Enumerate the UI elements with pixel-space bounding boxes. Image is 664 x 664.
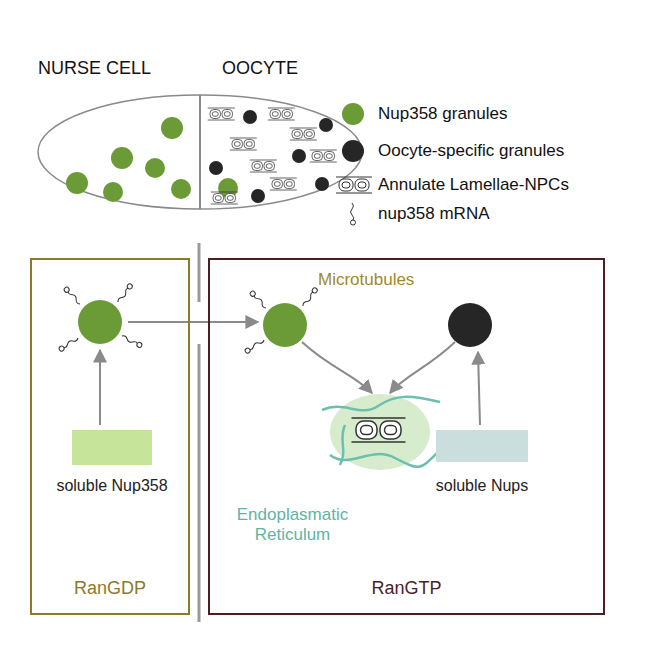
- legend-symbol: [336, 177, 372, 193]
- node-label: RanGDP: [32, 578, 188, 600]
- protein-pool-rect: [436, 430, 528, 462]
- rangtp-region: RanGTP soluble NupsEndoplasmatic Reticulu…: [208, 258, 605, 615]
- legend-swatch: [342, 103, 364, 125]
- rangdp-region: RanGDP soluble Nup358: [30, 258, 190, 615]
- node-label: RanGTP: [210, 578, 603, 600]
- legend-text: Oocyte-specific granules: [378, 141, 564, 161]
- er-region: Endoplasmatic Reticulum: [230, 387, 435, 547]
- node-label: soluble Nup358: [56, 476, 167, 495]
- region-label: OOCYTE: [222, 58, 298, 80]
- node-label: soluble Nups: [436, 476, 529, 495]
- legend-symbol: [351, 203, 356, 225]
- egg-chamber: [38, 95, 362, 209]
- node-label: Endoplasmatic Reticulum: [230, 505, 355, 546]
- protein-pool-rect: [72, 430, 152, 465]
- region-label: Microtubules: [318, 270, 414, 290]
- legend-text: nup358 mRNA: [378, 204, 490, 224]
- soluble-protein-box: soluble Nups: [422, 430, 542, 510]
- soluble-protein-box: soluble Nup358: [52, 430, 172, 510]
- legend-text: Nup358 granules: [378, 104, 507, 124]
- legend-swatch: [342, 140, 364, 162]
- region-label: NURSE CELL: [38, 58, 151, 80]
- legend-text: Annulate Lamellae-NPCs: [378, 175, 569, 195]
